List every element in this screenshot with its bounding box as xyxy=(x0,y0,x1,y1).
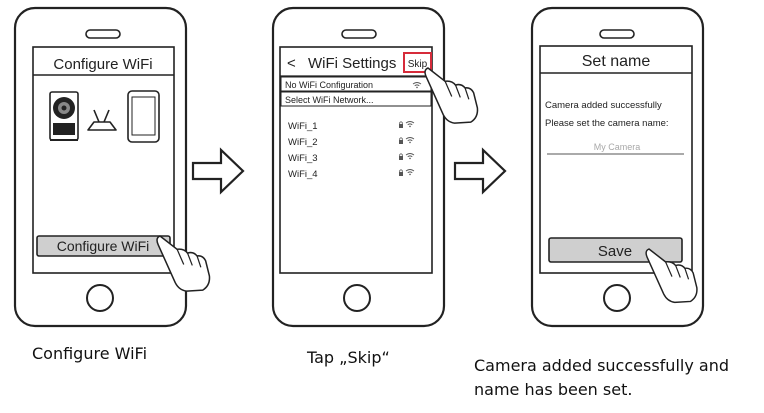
arrow-right-icon xyxy=(453,148,507,194)
configure-wifi-button-label: Configure WiFi xyxy=(57,238,150,254)
network-name: WiFi_4 xyxy=(288,169,318,180)
network-name: WiFi_3 xyxy=(288,153,318,164)
home-button[interactable] xyxy=(86,284,114,312)
phone-set-name: Set name Camera added successfully Pleas… xyxy=(530,6,705,328)
network-name: WiFi_1 xyxy=(288,121,318,132)
caption-line-1: Camera added successfully and xyxy=(474,356,729,375)
camera-icon xyxy=(49,91,79,141)
caption-configure-wifi: Configure WiFi xyxy=(32,344,148,363)
skip-button[interactable]: Skip xyxy=(403,52,432,73)
network-name: WiFi_2 xyxy=(288,137,318,148)
list-item[interactable]: WiFi_4 xyxy=(288,169,415,180)
screen-title: Set name xyxy=(582,53,651,70)
caption-camera-added: Camera added successfully and name has b… xyxy=(474,354,729,402)
network-list: WiFi_1 WiFi_2 WiFi_3 WiFi_4 xyxy=(288,121,415,180)
phone-wifi-settings: < WiFi Settings Skip No WiFi Configurati… xyxy=(271,6,479,328)
router-icon xyxy=(87,109,117,131)
list-item[interactable]: WiFi_2 xyxy=(288,137,415,148)
skip-label: Skip xyxy=(408,59,428,70)
list-item[interactable]: WiFi_1 xyxy=(288,121,415,132)
screen-title: Configure WiFi xyxy=(53,56,152,73)
back-button[interactable]: < xyxy=(287,55,296,72)
list-item[interactable]: WiFi_3 xyxy=(288,153,415,164)
caption-line-2: name has been set. xyxy=(474,380,633,399)
arrow-right-icon xyxy=(191,148,245,194)
home-button[interactable] xyxy=(603,284,631,312)
name-prompt: Please set the camera name: xyxy=(545,118,669,129)
configure-wifi-button[interactable]: Configure WiFi xyxy=(36,235,171,257)
camera-name-placeholder: My Camera xyxy=(594,142,641,152)
camera-name-input[interactable]: My Camera xyxy=(547,142,684,155)
home-button[interactable] xyxy=(343,284,371,312)
screen-title: WiFi Settings xyxy=(308,55,396,72)
phone-icon xyxy=(127,90,160,143)
menu-item-select-network[interactable]: Select WiFi Network... xyxy=(285,95,374,105)
menu-item-no-wifi[interactable]: No WiFi Configuration xyxy=(285,80,373,90)
save-button-label: Save xyxy=(598,243,632,260)
success-message: Camera added successfully xyxy=(545,100,662,111)
caption-tap-skip: Tap „Skip“ xyxy=(307,348,390,367)
phone-configure-wifi: Configure WiFi Configure WiFi xyxy=(13,6,211,328)
